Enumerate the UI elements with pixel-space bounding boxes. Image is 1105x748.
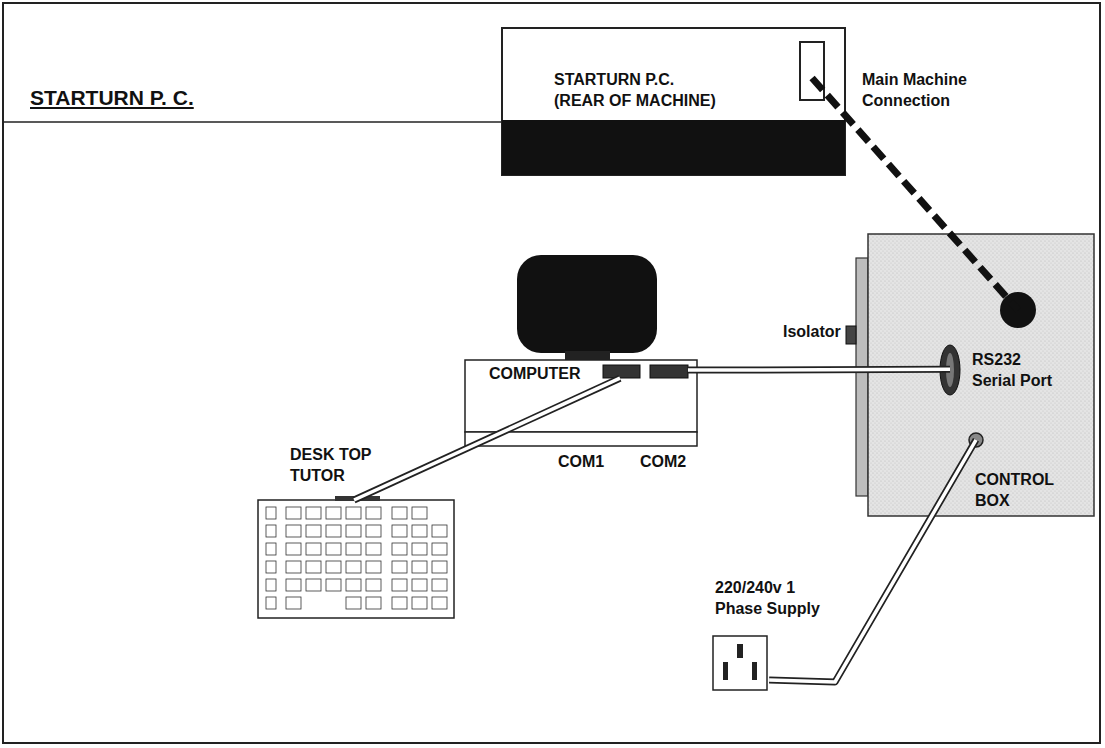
key — [432, 543, 447, 555]
key — [286, 579, 301, 591]
machine-box: STARTURN P.C. (REAR OF MACHINE) — [502, 28, 845, 175]
cable-inner — [688, 368, 950, 372]
isolator-switch — [846, 326, 856, 344]
cable — [769, 440, 976, 682]
key — [412, 579, 427, 591]
key — [286, 561, 301, 573]
key — [366, 561, 381, 573]
socket-pin — [723, 662, 728, 680]
key — [326, 561, 341, 573]
label: Isolator — [783, 322, 841, 343]
keys — [266, 507, 447, 609]
key — [286, 507, 301, 519]
machine-link — [812, 78, 1018, 310]
key — [326, 579, 341, 591]
key — [306, 507, 321, 519]
key — [266, 561, 276, 573]
key — [266, 543, 276, 555]
key — [392, 561, 407, 573]
key — [326, 525, 341, 537]
key — [392, 597, 407, 609]
control-box-body — [868, 234, 1094, 516]
key — [392, 543, 407, 555]
key — [366, 543, 381, 555]
node-label: STARTURN P.C. (REAR OF MACHINE) — [554, 70, 724, 112]
key — [306, 543, 321, 555]
cable-outer — [769, 440, 976, 682]
node-label: CONTROL BOX — [975, 470, 1065, 512]
key — [286, 543, 301, 555]
key — [432, 561, 447, 573]
key — [326, 507, 341, 519]
monitor-stand — [565, 351, 610, 360]
key — [412, 525, 427, 537]
key — [392, 507, 407, 519]
key — [266, 525, 276, 537]
cable-inner — [354, 378, 620, 500]
label: COM2 — [640, 452, 686, 473]
key — [412, 597, 427, 609]
node-label: COMPUTER — [489, 364, 581, 385]
mains-socket — [713, 636, 767, 690]
machine-base — [502, 120, 845, 175]
cable-inner — [769, 440, 976, 682]
key — [366, 507, 381, 519]
key — [346, 597, 361, 609]
key — [286, 525, 301, 537]
key — [266, 507, 276, 519]
supply-socket: 220/240v 1 Phase Supply — [712, 578, 847, 692]
key — [346, 579, 361, 591]
key — [366, 525, 381, 537]
key — [306, 579, 321, 591]
key — [286, 597, 301, 609]
socket-pin — [737, 644, 743, 658]
com-port — [603, 365, 640, 378]
key — [346, 507, 361, 519]
keypad — [258, 500, 454, 618]
key — [266, 597, 276, 609]
key — [266, 579, 276, 591]
label: RS232 Serial Port — [972, 350, 1057, 392]
machine-rear — [502, 28, 845, 175]
key — [346, 525, 361, 537]
frame — [3, 3, 1100, 743]
monitor — [517, 255, 657, 353]
side-plate — [856, 258, 868, 496]
key — [366, 597, 381, 609]
key — [346, 543, 361, 555]
key — [326, 543, 341, 555]
node-label: 220/240v 1 Phase Supply — [715, 578, 843, 620]
key — [306, 525, 321, 537]
key — [392, 579, 407, 591]
key — [346, 561, 361, 573]
com-port — [650, 365, 688, 378]
key — [432, 597, 447, 609]
cable — [688, 369, 950, 371]
key — [432, 579, 447, 591]
key — [306, 561, 321, 573]
cable-outer — [354, 378, 620, 500]
cable — [354, 378, 620, 500]
dashed-link — [812, 78, 1018, 310]
key — [412, 543, 427, 555]
label: Main Machine Connection — [862, 70, 1012, 112]
socket-pin — [752, 662, 757, 680]
rule — [4, 121, 502, 123]
label: COM1 — [558, 452, 604, 473]
key — [432, 525, 447, 537]
key — [412, 561, 427, 573]
key — [366, 579, 381, 591]
cable-outer — [688, 366, 950, 374]
key — [412, 507, 427, 519]
page-title: STARTURN P. C. — [30, 86, 194, 110]
key — [392, 525, 407, 537]
node-label: DESK TOP TUTOR — [290, 445, 385, 487]
